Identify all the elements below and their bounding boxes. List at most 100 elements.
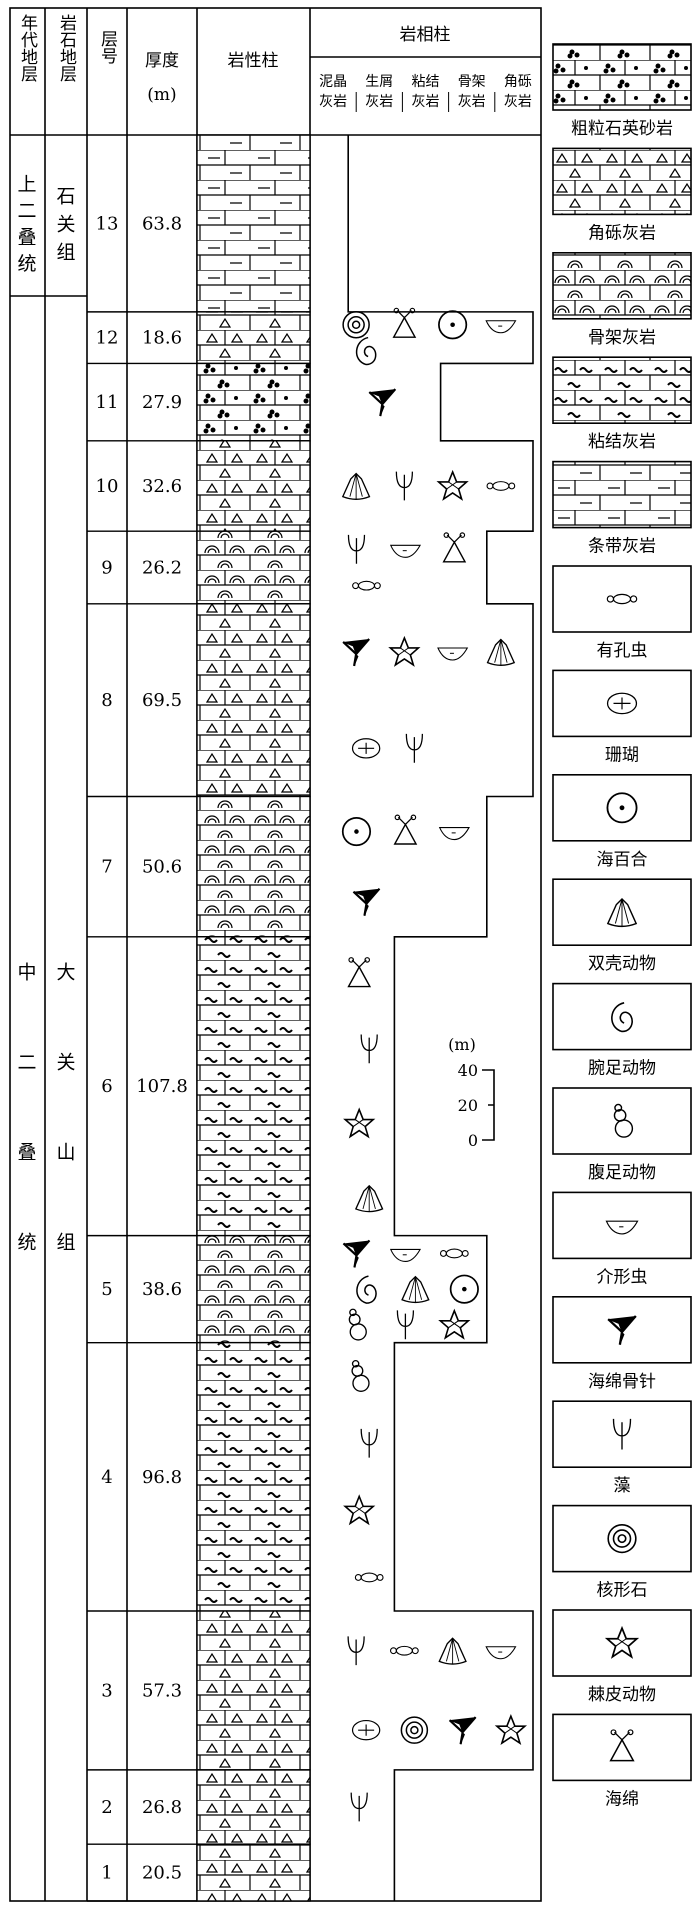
bivalve-icon xyxy=(438,1637,467,1665)
algae-icon xyxy=(347,1635,366,1667)
layer-number: 2 xyxy=(101,1797,112,1818)
legend-item-spicule: 海绵骨针 xyxy=(552,1296,692,1392)
legend: 粗粒石英砂岩角砾灰岩骨架灰岩粘结灰岩条带灰岩有孔虫珊瑚海百合双壳动物腕足动物腹足… xyxy=(552,43,692,1809)
foram-icon xyxy=(389,1645,420,1657)
sponge-icon xyxy=(347,956,371,988)
stage-labels-0-char: 叠 xyxy=(17,227,36,249)
stage-labels-0-char: 上 xyxy=(17,174,36,196)
spicule-icon xyxy=(368,388,397,418)
legend-item-sponge: 海绵 xyxy=(552,1713,692,1809)
coral-icon xyxy=(351,1719,381,1741)
layer-thickness: 38.6 xyxy=(142,1279,182,1300)
scale-bar: (m) 40 20 0 xyxy=(448,1035,495,1150)
spicule-icon xyxy=(342,1239,371,1269)
legend-item-gastropod: 腹足动物 xyxy=(552,1087,692,1183)
legend-item-brachiopod: 腕足动物 xyxy=(552,982,692,1079)
legend-label: 藻 xyxy=(614,1476,631,1496)
algae-icon xyxy=(360,1427,379,1459)
stage-labels-0-char: 统 xyxy=(17,253,36,275)
layer-thickness: 26.2 xyxy=(142,557,182,578)
header-thickness-unit: (m) xyxy=(147,85,176,105)
facies-type-1-b: 灰岩 xyxy=(365,94,393,110)
bivalve-icon xyxy=(342,472,371,500)
bivalve-icon xyxy=(486,638,515,666)
algae-icon xyxy=(360,1033,379,1065)
formation-labels-0-char: 石 xyxy=(56,185,75,207)
legend-item-bivalve: 双壳动物 xyxy=(552,878,692,974)
header-layer: 层号 xyxy=(97,30,118,65)
legend-item-echinoderm: 棘皮动物 xyxy=(552,1609,692,1705)
layer-thickness: 96.8 xyxy=(142,1467,182,1488)
formation-labels-1-char: 山 xyxy=(56,1141,75,1163)
spicule-icon xyxy=(342,637,371,668)
layer-thickness: 50.6 xyxy=(142,857,182,878)
algae-icon xyxy=(396,1309,415,1341)
layer-number: 6 xyxy=(101,1076,112,1097)
brachiopod-icon xyxy=(356,1275,377,1304)
crinoid-icon xyxy=(438,310,468,340)
stage-labels-1-char: 中 xyxy=(17,961,36,983)
facies-curve xyxy=(347,135,534,1901)
facies-type-4-b: 灰岩 xyxy=(504,94,532,110)
ostracod-icon xyxy=(485,319,517,334)
facies-type-4: 角砾 xyxy=(504,74,532,90)
facies-type-0: 泥晶 xyxy=(319,74,347,90)
header-litho: 岩石地层 xyxy=(56,14,77,82)
facies-type-2-b: 灰岩 xyxy=(412,94,440,110)
formation-labels-1-char: 组 xyxy=(56,1231,75,1253)
coral-icon xyxy=(351,737,381,759)
layer-thickness: 63.8 xyxy=(142,213,182,234)
scale-unit: (m) xyxy=(448,1035,476,1054)
layer-number: 8 xyxy=(101,690,112,711)
legend-item-breccia: 角砾灰岩 xyxy=(552,147,692,243)
layer-thickness: 27.9 xyxy=(142,392,182,413)
echinoderm-icon xyxy=(389,637,420,666)
legend-label: 介形虫 xyxy=(597,1267,648,1287)
legend-item-foram: 有孔虫 xyxy=(552,565,692,661)
header-age: 年代地层 xyxy=(17,14,38,82)
legend-item-oncolite: 核形石 xyxy=(552,1504,692,1601)
layer-number: 10 xyxy=(96,476,119,497)
legend-label: 核形石 xyxy=(597,1581,648,1601)
foram-icon xyxy=(439,1248,470,1259)
crinoid-icon xyxy=(341,816,372,847)
layer-number: 4 xyxy=(101,1467,112,1488)
column-headers: 年代地层 岩石地层 层号 厚度 (m) 岩性柱 岩相柱 xyxy=(17,14,451,105)
layer-6: 6 107.8 xyxy=(87,936,311,1237)
header-lith-column: 岩性柱 xyxy=(228,51,279,71)
legend-item-coral: 珊瑚 xyxy=(552,669,692,765)
echinoderm-icon xyxy=(439,1310,470,1339)
algae-icon xyxy=(347,534,366,565)
sponge-icon xyxy=(393,814,417,845)
bivalve-icon xyxy=(355,1185,384,1213)
oncolite-icon xyxy=(400,1716,429,1744)
scale-tick-40: 40 xyxy=(458,1061,478,1080)
crinoid-icon xyxy=(449,1274,479,1304)
facies-type-0-b: 灰岩 xyxy=(319,94,347,110)
algae-icon xyxy=(350,1791,369,1823)
ostracod-icon xyxy=(389,544,421,559)
legend-label: 骨架灰岩 xyxy=(588,328,656,348)
facies-type-2: 粘结 xyxy=(412,74,440,90)
layer-thickness: 69.5 xyxy=(142,690,182,711)
scale-tick-0: 0 xyxy=(468,1131,478,1150)
layer-thickness: 20.5 xyxy=(142,1863,182,1884)
layer-thickness: 107.8 xyxy=(136,1076,188,1097)
legend-item-framework: 骨架灰岩 xyxy=(552,252,692,348)
legend-label: 珊瑚 xyxy=(605,745,639,765)
legend-item-algae: 藻 xyxy=(552,1400,692,1496)
brachiopod-icon xyxy=(355,336,377,366)
legend-item-banded: 条带灰岩 xyxy=(552,460,692,557)
